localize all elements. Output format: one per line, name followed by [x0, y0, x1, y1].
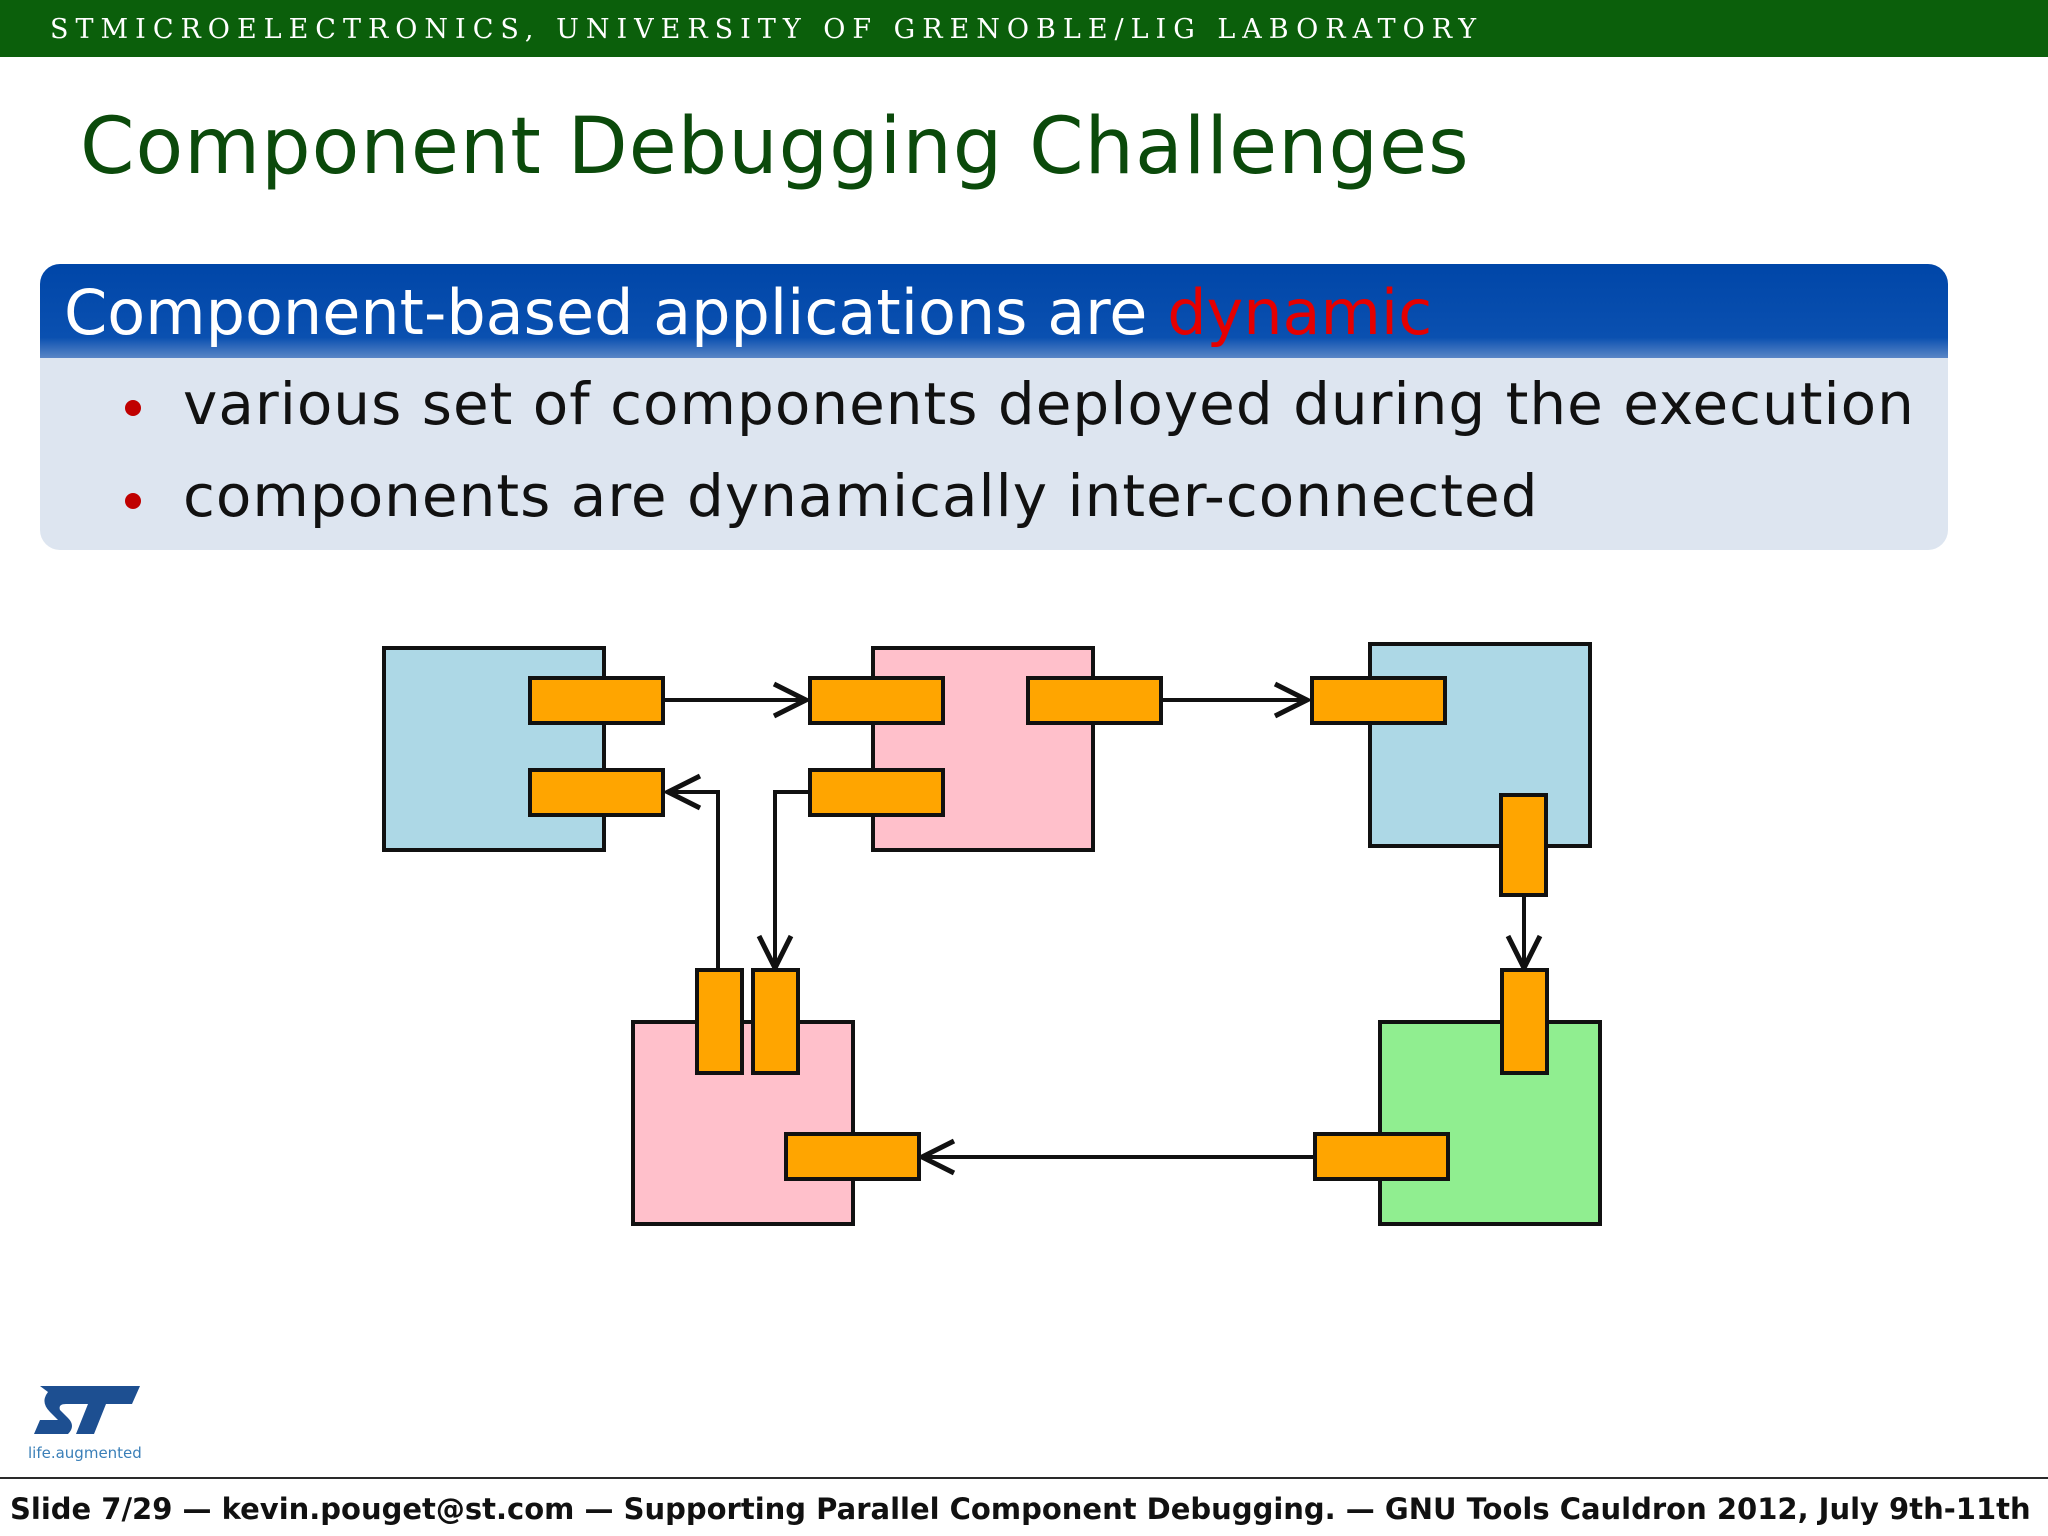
block-title: Component-based applications are dynamic — [64, 276, 1432, 349]
bullet-text: components are dynamically inter-connect… — [183, 462, 1539, 530]
bullet-dot — [125, 493, 141, 509]
component-box-blue — [1368, 642, 1592, 848]
interface-port — [1026, 676, 1163, 725]
interface-port — [808, 768, 945, 817]
header-bar: STMICROELECTRONICS, UNIVERSITY OF GRENOB… — [0, 0, 2048, 57]
interface-port — [695, 968, 744, 1075]
interface-port — [1310, 676, 1447, 725]
footer-text: Slide 7/29 — kevin.pouget@st.com — Suppo… — [10, 1492, 2031, 1526]
block-header: Component-based applications are dynamic — [40, 264, 1948, 358]
block-title-highlight: dynamic — [1167, 276, 1433, 349]
slide-title: Component Debugging Challenges — [80, 102, 1470, 192]
bullet-text: various set of components deployed durin… — [183, 370, 1915, 438]
component-box-green — [1378, 1020, 1602, 1226]
interface-port — [808, 676, 945, 725]
interface-port — [784, 1132, 921, 1181]
interface-port — [1313, 1132, 1450, 1181]
binding-arrow — [668, 792, 720, 970]
interface-port — [1499, 793, 1548, 897]
affiliation-text: STMICROELECTRONICS, UNIVERSITY OF GRENOB… — [50, 14, 1484, 45]
bullet-dot — [125, 400, 141, 416]
interface-port — [1500, 968, 1549, 1075]
st-logo — [34, 1386, 140, 1434]
interface-port — [751, 968, 800, 1075]
interface-port — [528, 768, 665, 817]
binding-arrow — [775, 790, 810, 968]
interface-port — [528, 676, 665, 725]
block-title-prefix: Component-based applications are — [64, 276, 1148, 349]
logo-tagline: life.augmented — [28, 1444, 142, 1462]
info-block: Component-based applications are dynamic — [40, 264, 1948, 550]
footer-divider — [0, 1477, 2048, 1479]
